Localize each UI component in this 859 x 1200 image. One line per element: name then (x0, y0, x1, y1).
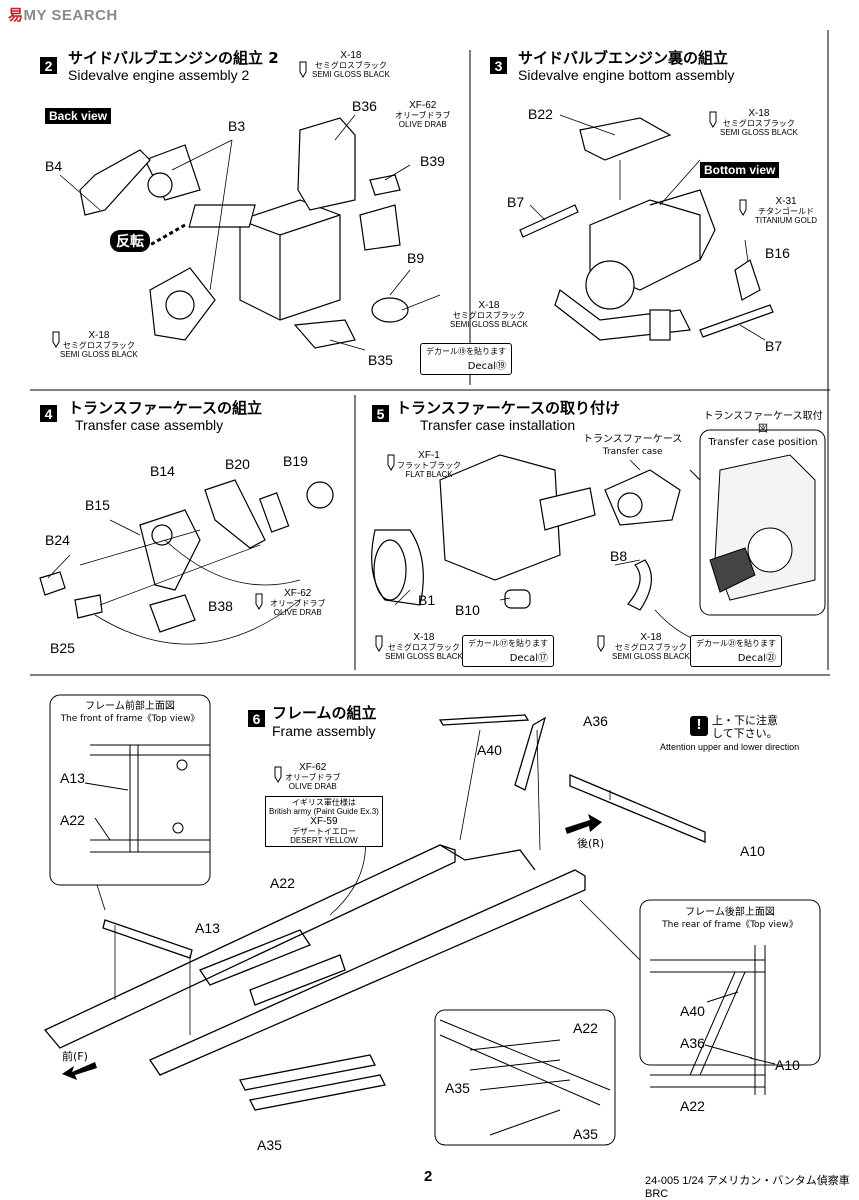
part-label: A13 (195, 920, 220, 936)
part-label: B39 (420, 153, 445, 169)
flip-tag: 反転 (110, 230, 150, 252)
part-label: B38 (208, 598, 233, 614)
part-label: B14 (150, 463, 175, 479)
frame-rear-inset-drawing (650, 945, 776, 1095)
step-3-title-jp: サイドバルブエンジン裏の組立 (518, 49, 729, 67)
part-label: B3 (228, 118, 246, 134)
part-label: B19 (283, 453, 308, 469)
part-label: A35 (257, 1137, 282, 1153)
tc-position-drawing (709, 454, 816, 601)
part-label: B7 (765, 338, 783, 354)
exclamation-icon: ! (690, 716, 708, 736)
part-label: A13 (60, 770, 85, 786)
step-4-title-jp: トランスファーケースの組立 (68, 399, 262, 417)
part-label: A10 (740, 843, 765, 859)
attention-note-en: Attention upper and lower direction (660, 742, 800, 752)
step-5-title-jp: トランスファーケースの取り付け (396, 399, 620, 417)
part-label: B4 (45, 158, 63, 174)
attention-note-jp: 上・下に注意して下さい。 (712, 714, 778, 740)
part-label: A10 (775, 1057, 800, 1073)
part-label: B22 (528, 106, 553, 122)
part-label: B20 (225, 456, 250, 472)
step-2-number: 2 (40, 57, 57, 74)
part-label: A36 (680, 1035, 705, 1051)
step-4-title-en: Transfer case assembly (75, 417, 224, 433)
step-5-number: 5 (372, 405, 389, 422)
bottom-view-tag: Bottom view (700, 162, 780, 178)
step-3-number: 3 (490, 57, 507, 74)
part-label: A22 (680, 1098, 705, 1114)
frame-drawing (43, 714, 706, 1111)
part-label: B16 (765, 245, 790, 261)
engine-block-drawing (79, 117, 409, 349)
part-label: A35 (573, 1126, 598, 1142)
part-label: B10 (455, 602, 480, 618)
watermark: 易MY SEARCH (8, 7, 118, 24)
part-label: B8 (610, 548, 628, 564)
part-label: A22 (270, 875, 295, 891)
part-label: A22 (573, 1020, 598, 1036)
front-arrow (62, 1062, 97, 1080)
front-direction-label: 前(F) (62, 1050, 88, 1063)
transfer-case-parts-drawing (39, 479, 334, 633)
step-4-number: 4 (40, 405, 57, 422)
part-label: A40 (680, 1003, 705, 1019)
step-6-title-jp: フレームの組立 (272, 704, 377, 722)
part-label: A40 (477, 742, 502, 758)
part-label: B35 (368, 352, 393, 368)
page-number: 2 (424, 1168, 433, 1185)
frame-front-inset-drawing (84, 744, 210, 853)
step-6-number: 6 (248, 710, 265, 727)
part-label: B7 (507, 194, 525, 210)
step-6-title-en: Frame assembly (272, 723, 376, 739)
step-2-title-en: Sidevalve engine assembly 2 (68, 67, 250, 83)
engine-bottom-drawing (519, 117, 774, 341)
frame-detail-inset-drawing (439, 1019, 611, 1136)
back-view-tag: Back view (45, 108, 112, 124)
step-2-title-jp: サイドバルブエンジンの組立 2 (68, 49, 279, 67)
transfer-case-installation-drawing (371, 454, 681, 611)
step-5-title-en: Transfer case installation (420, 417, 576, 433)
part-label: B15 (85, 497, 110, 513)
part-label: B9 (407, 250, 425, 266)
rear-arrow (565, 814, 602, 834)
part-label: B36 (352, 98, 377, 114)
frame-detail-inset-frame (434, 1009, 616, 1146)
part-label: A22 (60, 812, 85, 828)
part-label: A36 (583, 713, 608, 729)
rear-direction-label: 後(R) (577, 837, 605, 850)
part-label: B1 (418, 592, 436, 608)
part-label: B25 (50, 640, 75, 656)
part-label: A35 (445, 1080, 470, 1096)
part-label: B24 (45, 532, 70, 548)
step-3-title-en: Sidevalve engine bottom assembly (518, 67, 735, 83)
footer-reference: 24-005 1/24 アメリカン・バンタム偵察車 BRC (645, 1175, 850, 1200)
